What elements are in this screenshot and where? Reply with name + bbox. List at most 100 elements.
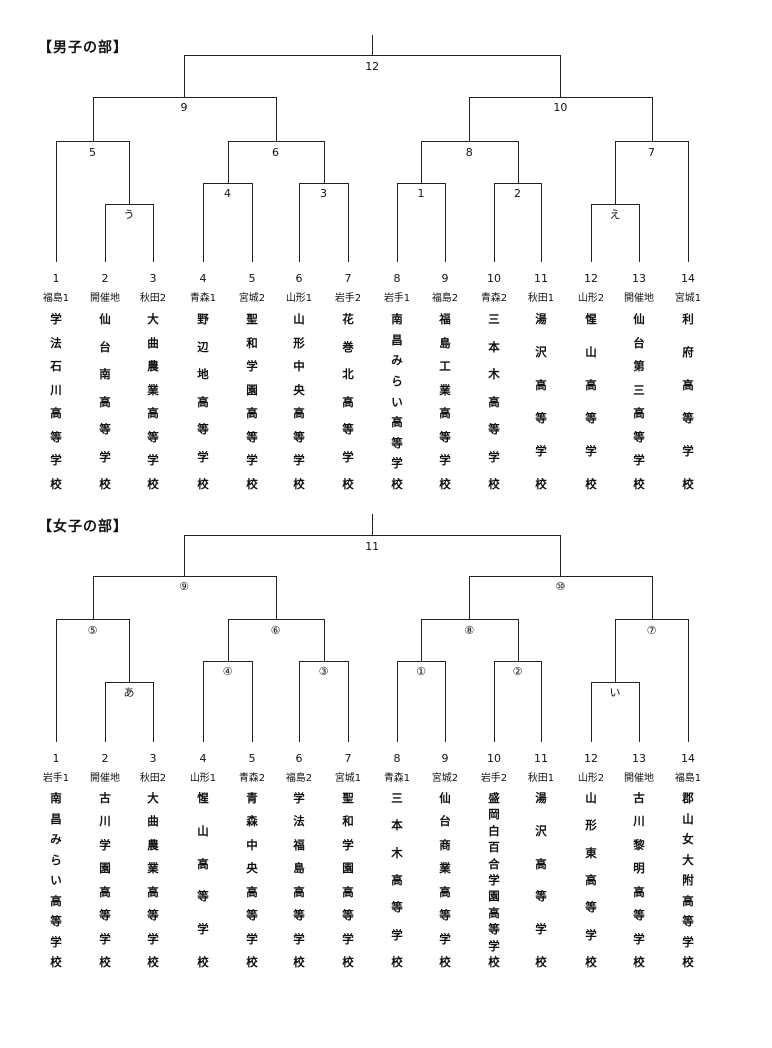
team-seed-number: 10 — [487, 752, 501, 765]
school-name-char: 等 — [633, 908, 645, 923]
team-line — [153, 204, 154, 262]
team-line — [153, 682, 154, 742]
semifinal-branch — [275, 97, 277, 141]
school-name-char: 学 — [535, 444, 547, 458]
team-seed-number: 2 — [101, 752, 109, 765]
first-round-match-number: 4 — [224, 187, 231, 200]
school-name-char: 高 — [246, 406, 258, 421]
quarterfinal-match-number: ⑤ — [87, 624, 98, 637]
team-line — [494, 183, 495, 262]
team-school-name: 聖和学園高等学校 — [243, 313, 261, 490]
school-name-char: い — [50, 873, 62, 887]
final-match-number: 12 — [365, 60, 380, 73]
team-line — [639, 204, 640, 262]
school-name-char: 校 — [99, 477, 111, 491]
school-name-char: 等 — [439, 429, 451, 444]
school-name-char: 学 — [99, 931, 111, 946]
school-name-char: 惺 — [585, 312, 597, 326]
school-name-char: い — [391, 394, 403, 409]
school-name-char: 学 — [585, 927, 597, 942]
team-seed-number: 4 — [199, 752, 207, 765]
first-round-connector — [494, 661, 542, 662]
school-name-char: 山 — [682, 811, 694, 826]
school-name-char: 等 — [147, 429, 159, 444]
final-connector — [184, 535, 562, 536]
school-name-char: 校 — [342, 954, 354, 969]
school-name-char: 学 — [246, 931, 258, 946]
school-name-char: 高 — [147, 406, 159, 421]
team-seed-number: 4 — [199, 272, 207, 285]
school-name-char: 本 — [391, 818, 403, 833]
school-name-char: 高 — [342, 394, 354, 409]
semifinal-branch — [469, 97, 471, 141]
team-line — [105, 204, 106, 262]
team-prefecture-label: 開催地 — [624, 293, 654, 304]
school-name-char: 校 — [535, 477, 547, 491]
quarterfinal-branch — [129, 619, 130, 682]
school-name-char: み — [391, 353, 403, 368]
school-name-char: 高 — [50, 406, 62, 421]
team-school-name: 山形東高等学校 — [582, 792, 600, 968]
school-name-char: 学 — [246, 453, 258, 468]
school-name-char: 等 — [682, 914, 694, 928]
team-school-name: 南昌みらい高等学校 — [47, 792, 65, 968]
team-school-name: 花巻北高等学校 — [339, 313, 357, 490]
school-name-char: 等 — [342, 908, 354, 923]
school-name-char: 学 — [439, 931, 451, 946]
team-line — [348, 661, 349, 742]
school-name-char: 高 — [585, 872, 597, 887]
team-prefecture-label: 秋田2 — [139, 773, 167, 784]
school-name-char: 高 — [488, 905, 500, 920]
school-name-char: 等 — [99, 908, 111, 923]
quarterfinal-connector — [227, 619, 325, 620]
team-prefecture-label: 宮城2 — [431, 773, 459, 784]
school-name-char: 等 — [585, 900, 597, 915]
school-name-char: 校 — [50, 955, 62, 969]
school-name-char: 惺 — [197, 791, 209, 805]
school-name-char: 学 — [682, 444, 694, 458]
school-name-char: 大 — [682, 852, 694, 867]
school-name-char: 中 — [293, 359, 305, 374]
school-name-char: 高 — [293, 884, 305, 899]
quarterfinal-branch — [421, 619, 422, 661]
team-school-name: 大曲農業高等学校 — [144, 313, 162, 490]
school-name-char: 中 — [246, 837, 258, 852]
quarterfinal-connector — [56, 619, 130, 620]
school-name-char: 木 — [391, 845, 403, 860]
school-name-char: 等 — [488, 422, 500, 436]
school-name-char: 木 — [488, 367, 500, 381]
first-round-connector — [203, 661, 253, 662]
school-name-char: 盛 — [488, 791, 500, 805]
semifinal-branch — [469, 576, 471, 619]
semifinal-connector — [92, 576, 277, 577]
school-name-char: 南 — [391, 312, 403, 326]
team-school-name: 古川学園高等学校 — [96, 792, 114, 968]
school-name-char: 央 — [246, 861, 258, 876]
school-name-char: 和 — [246, 335, 258, 350]
school-name-char: 山 — [585, 345, 597, 359]
school-name-char: 島 — [439, 335, 451, 350]
school-name-char: 校 — [439, 954, 451, 969]
final-branch-right — [560, 55, 562, 97]
school-name-char: 業 — [147, 382, 159, 397]
final-branch-left — [184, 55, 185, 97]
team-seed-number: 1 — [52, 752, 60, 765]
school-name-char: 学 — [633, 453, 645, 468]
school-name-char: 園 — [99, 861, 111, 876]
school-name-char: 校 — [439, 476, 451, 491]
school-name-char: 業 — [147, 861, 159, 876]
school-name-char: 高 — [293, 406, 305, 421]
school-name-char: 学 — [197, 449, 209, 464]
final-branch-left — [184, 535, 185, 576]
school-name-char: 校 — [99, 954, 111, 969]
team-prefecture-label: 岩手1 — [383, 293, 411, 304]
school-name-char: 石 — [50, 359, 62, 374]
school-name-char: 等 — [585, 411, 597, 425]
team-prefecture-label: 宮城1 — [674, 293, 702, 304]
quarterfinal-branch — [517, 619, 519, 661]
school-name-char: 川 — [633, 814, 645, 829]
school-name-char: 学 — [585, 444, 597, 458]
school-name-char: 岡 — [488, 807, 500, 822]
school-name-char: 高 — [633, 884, 645, 899]
school-name-char: 高 — [682, 378, 694, 392]
